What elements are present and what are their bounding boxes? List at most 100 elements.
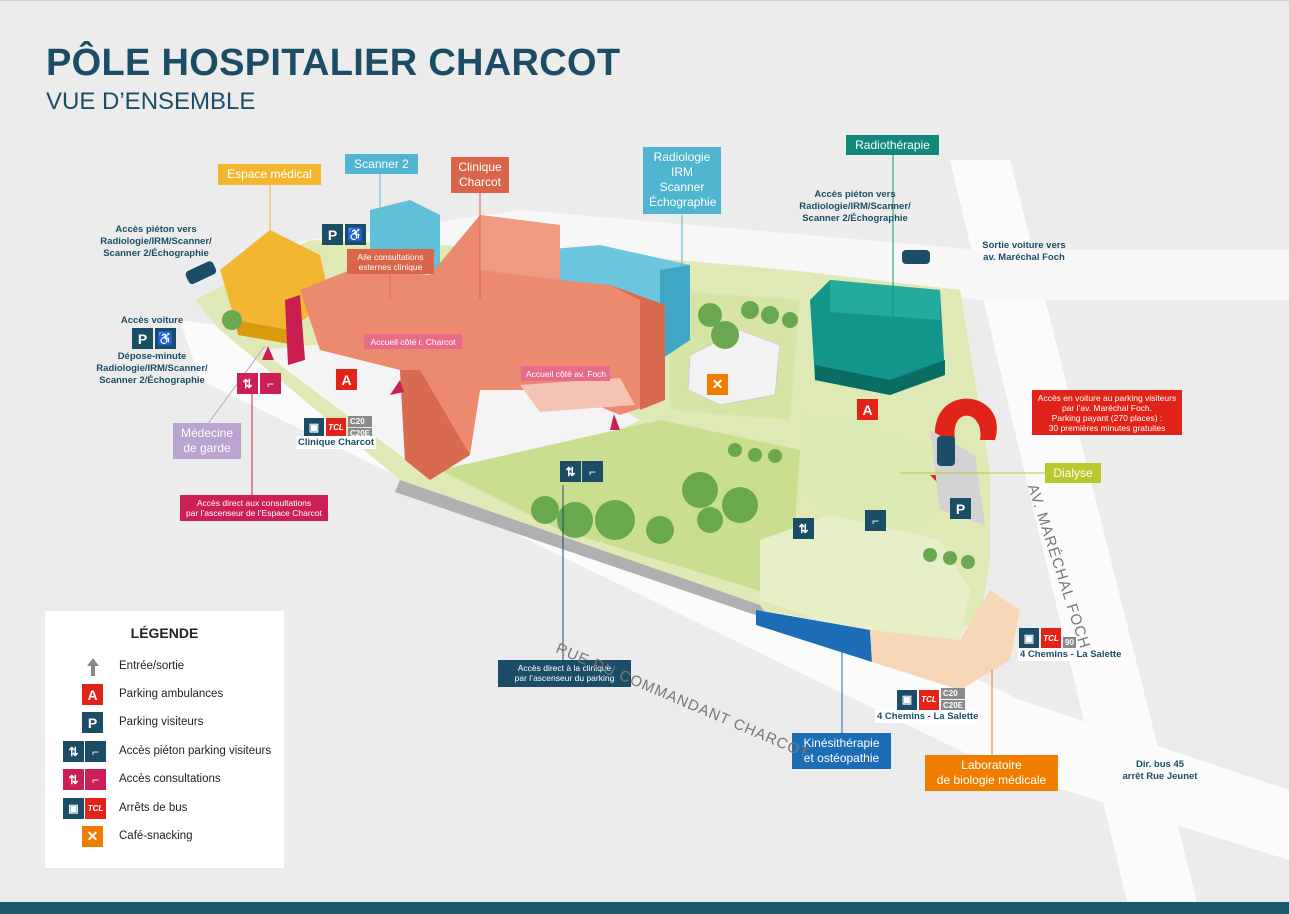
label-radiologie-line4: Échographie	[649, 195, 717, 209]
label-radiologie[interactable]: Radiologie IRM Scanner Échographie	[643, 147, 721, 214]
ambulance-parking-icon: A	[82, 684, 103, 705]
bus-line: C20	[941, 688, 966, 699]
legend-label: Arrêts de bus	[119, 802, 188, 814]
bus-line: C20	[348, 416, 373, 427]
bus-lines: C20 C20E	[941, 688, 966, 711]
legend-item-entree: Entrée/sortie	[45, 656, 284, 678]
legend-label: Entrée/sortie	[119, 660, 185, 672]
stairs-icon[interactable]: ⌐	[260, 373, 281, 394]
bus-line: C20E	[941, 700, 966, 711]
label-clinique-line1: Clinique	[458, 160, 502, 174]
page-subtitle: VUE D’ENSEMBLE	[46, 88, 256, 115]
ambulance-parking-icon[interactable]: A	[336, 369, 357, 390]
label-labo-line1: Laboratoire	[961, 758, 1022, 772]
acces-consult-line2: par l’ascenseur de l’Espace Charcot	[185, 508, 323, 518]
note-pieton-left: Accès piéton vers Radiologie/IRM/Scanner…	[96, 224, 216, 260]
ambulance-parking-icon[interactable]: A	[857, 399, 878, 420]
label-radiologie-line1: Radiologie	[653, 150, 711, 164]
label-kine-line1: Kinésithérapie	[803, 736, 880, 750]
legend-label: Parking ambulances	[119, 688, 224, 700]
trees	[222, 301, 975, 569]
road-avenue-foch	[950, 160, 1200, 914]
page-title: PÔLE HOSPITALIER CHARCOT	[46, 42, 621, 84]
label-acces-consultations: Accès direct aux consultations par l’asc…	[180, 495, 328, 521]
top-border	[0, 0, 1289, 1]
elevator-icon[interactable]: ⇅	[793, 518, 814, 539]
label-parking-info: Accès en voiture au parking visiteurs pa…	[1032, 390, 1182, 435]
note-pieton-right: Accès piéton vers Radiologie/IRM/Scanner…	[795, 189, 915, 225]
elevator-icon[interactable]: ⇅	[560, 461, 581, 482]
label-medecine-line1: Médecine	[180, 426, 234, 440]
label-clinique-charcot[interactable]: Clinique Charcot	[451, 157, 509, 193]
bus-icon: ▣	[897, 689, 917, 710]
note-acces-voiture: Accès voiture	[120, 315, 184, 326]
parking-info-line4: 30 premières minutes gratuites	[1048, 423, 1166, 433]
parking-info-line2: par l’av. Maréchal Foch.	[1061, 403, 1153, 413]
legend-item-consultations: ⇅ ⌐ Accès consultations	[45, 769, 284, 791]
leader-lines	[206, 154, 1045, 755]
label-dialyse[interactable]: Dialyse	[1045, 463, 1101, 483]
cafe-icon[interactable]: ✕	[707, 374, 728, 395]
label-espace-medical[interactable]: Espace médical	[218, 164, 321, 185]
stairs-icon: ⌐	[85, 769, 106, 790]
building-clinique-charcot	[300, 215, 665, 480]
bus-line: C20E	[348, 428, 373, 439]
label-radiotherapie[interactable]: Radiothérapie	[846, 135, 939, 155]
sortie-2: av. Maréchal Foch	[983, 252, 1065, 263]
legend-item-cafe: ✕ Café-snacking	[45, 826, 284, 848]
stairs-icon: ⌐	[85, 741, 106, 762]
legend-item-bus: ▣ TCL Arrêts de bus	[45, 798, 284, 820]
bus-stop-clinique[interactable]: ▣ TCL C20 C20E	[304, 416, 373, 439]
label-radiologie-line3: Scanner	[659, 180, 705, 194]
bus-icon: ▣	[304, 417, 324, 438]
disabled-icon[interactable]: ♿	[155, 328, 176, 349]
bus-stop-la-salette-90[interactable]: ▣ TCL 90	[1019, 628, 1076, 648]
parking-icon[interactable]: P	[322, 224, 343, 245]
tcl-icon: TCL	[1041, 628, 1061, 648]
elevator-icon: ⇅	[63, 769, 84, 790]
bus-line: 90	[1063, 637, 1076, 648]
pieton-left-3: Scanner 2/Échographie	[103, 248, 209, 259]
elevator-icon: ⇅	[63, 741, 84, 762]
legend-label: Accès consultations	[119, 773, 221, 785]
label-scanner-2[interactable]: Scanner 2	[345, 154, 418, 174]
stairs-icon[interactable]: ⌐	[582, 461, 603, 482]
dir-bus-2: arrêt Rue Jeunet	[1122, 771, 1198, 782]
label-laboratoire[interactable]: Laboratoire de biologie médicale	[925, 755, 1058, 791]
parking-icon[interactable]: P	[132, 328, 153, 349]
stairs-icon[interactable]: ⌐	[865, 510, 886, 531]
acces-clinique-line1: Accès direct à la clinique	[517, 663, 612, 673]
building-dialyse	[800, 415, 930, 530]
building-laboratoire	[870, 590, 1020, 690]
tcl-icon: TCL	[919, 689, 939, 710]
site-wall	[395, 480, 770, 620]
bus-lines: C20 C20E	[348, 416, 373, 439]
bus-icon: ▣	[1019, 628, 1039, 648]
label-kinesitherapie[interactable]: Kinésithérapie et ostéopathie	[792, 733, 891, 769]
legend-item-ambulances: A Parking ambulances	[45, 684, 284, 706]
legend-label: Café-snacking	[119, 830, 193, 842]
tcl-icon: TCL	[326, 417, 346, 438]
pieton-right-1: Accès piéton vers	[814, 189, 896, 200]
disabled-icon[interactable]: ♿	[345, 224, 366, 245]
bus-icon: ▣	[63, 798, 84, 819]
depose-2: Radiologie/IRM/Scanner/	[96, 363, 208, 374]
parking-info-line1: Accès en voiture au parking visiteurs	[1037, 393, 1177, 403]
visitor-parking-icon: P	[82, 712, 103, 733]
aile-line1: Aile consultations	[357, 252, 424, 262]
dir-bus-1: Dir. bus 45	[1135, 759, 1185, 770]
label-accueil-charcot: Accueil côté r. Charcot	[364, 334, 462, 349]
legend-label: Accès piéton parking visiteurs	[119, 745, 272, 757]
parking-icon[interactable]: P	[950, 498, 971, 519]
note-sortie-voiture: Sortie voiture vers av. Maréchal Foch	[976, 240, 1072, 264]
legend-item-pieton: ⇅ ⌐ Accès piéton parking visiteurs	[45, 741, 284, 763]
label-acces-clinique: Accès direct à la clinique par l’ascense…	[498, 660, 631, 687]
label-medecine-de-garde[interactable]: Médecine de garde	[173, 423, 241, 459]
label-medecine-line2: de garde	[183, 441, 231, 455]
bus-stop-la-salette-c20[interactable]: ▣ TCL C20 C20E	[897, 688, 966, 711]
note-dir-bus: Dir. bus 45 arrêt Rue Jeunet	[1118, 759, 1202, 783]
label-radiologie-line2: IRM	[671, 165, 693, 179]
elevator-icon[interactable]: ⇅	[237, 373, 258, 394]
pieton-right-3: Scanner 2/Échographie	[802, 213, 908, 224]
parking-info-line3: Parking payant (270 places) :	[1051, 413, 1163, 423]
